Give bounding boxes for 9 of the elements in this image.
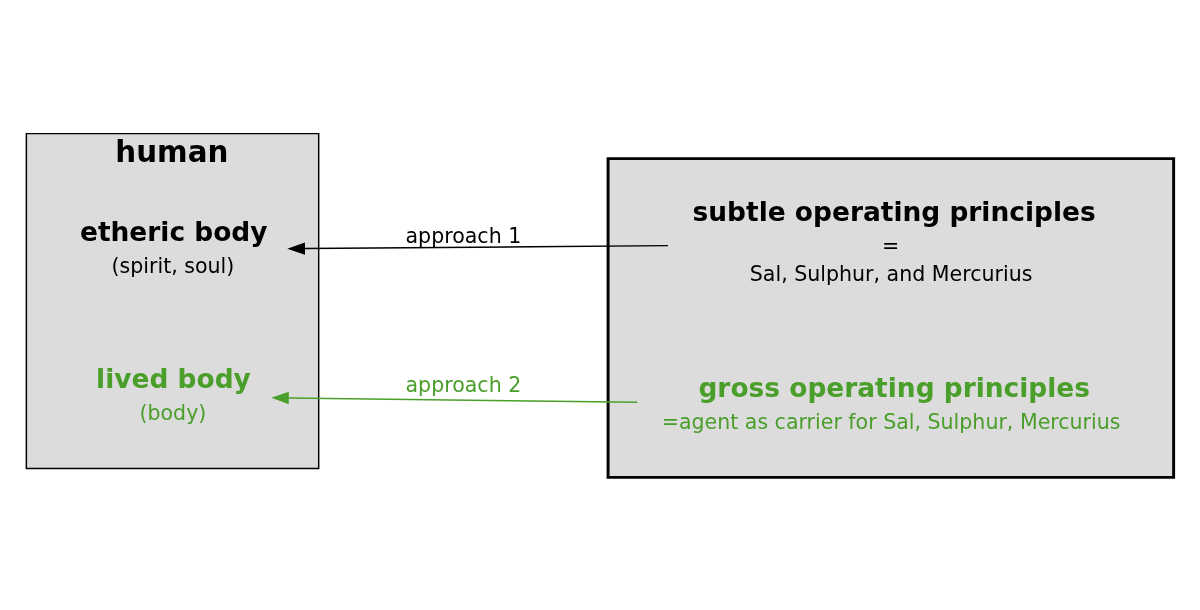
cluster <box>606 156 1176 479</box>
arrow <box>287 241 669 255</box>
arrow <box>271 391 638 404</box>
node-text: etheric body (spirit, soul) <box>79 215 268 278</box>
edge-label: approach 1 <box>405 223 522 248</box>
node-text: subtle operating principles = Sal, Sulphur, and Mercurius <box>692 195 1096 286</box>
node-text: lived body (body) <box>96 362 251 425</box>
node-text: gross operating principles =agent as carrier for Sal, Sulphur, Mercurius <box>661 371 1121 434</box>
edge-label: approach 2 <box>405 372 522 397</box>
